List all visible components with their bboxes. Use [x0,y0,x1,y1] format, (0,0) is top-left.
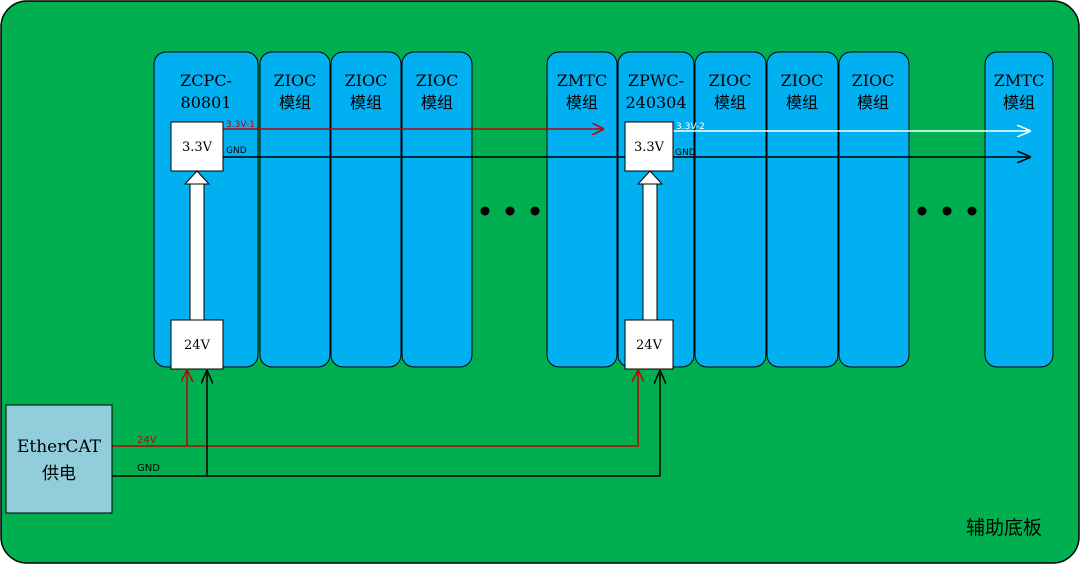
converter-3v3-box [170,121,224,172]
module-body [401,51,473,368]
module-zioc: ZIOC 模组 [259,51,331,368]
supply-24v-label: 24V [137,435,157,446]
ellipsis-right [917,206,977,216]
gnd-upper-right-label: GND [675,148,696,158]
supply-box [5,404,113,514]
ellipsis-dot [917,206,927,216]
right-converter: 3.3V 24V [624,121,674,370]
ellipsis-dot [967,206,977,216]
converter-24v-label: 24V [184,338,211,353]
module-zmtc: ZMTC 模组 [546,51,618,368]
module-zioc: ZIOC 模组 [838,51,910,368]
converter-24v-box [170,319,224,370]
board-label: 辅助底板 [966,517,1042,539]
module-title-line1: ZCPC- [180,71,232,90]
block-arrow-shaft [642,181,658,321]
module-title-line1: ZIOC [345,71,388,90]
module-title-line1: ZIOC [852,71,895,90]
converter-24v-label: 24V [636,338,663,353]
ellipsis-dot [505,206,515,216]
ellipsis-dot [942,206,952,216]
module-title-line2: 模组 [857,93,889,112]
block-arrow-head [183,170,211,185]
module-title-line2: 80801 [181,93,232,112]
module-title-line1: ZIOC [416,71,459,90]
module-title-line2: 模组 [786,93,818,112]
supply-gnd-label: GND [137,463,160,474]
supply-gnd-line [112,371,660,477]
supply-24v-line [112,371,638,447]
module-title-line1: ZIOC [781,71,824,90]
ellipsis-left [480,206,540,216]
module-title-line2: 模组 [279,93,311,112]
module-zioc: ZIOC 模组 [330,51,402,368]
module-title-line1: ZIOC [274,71,317,90]
module-title-line2: 模组 [566,93,598,112]
module-zioc: ZIOC 模组 [401,51,473,368]
block-arrow-shaft [189,181,205,321]
module-title-line2: 模组 [714,93,746,112]
module-zioc: ZIOC 模组 [766,51,839,368]
module-title-line1: ZMTC [994,71,1044,90]
module-title-line2: 模组 [421,93,453,112]
module-zioc: ZIOC 模组 [694,51,767,368]
block-arrow-head [636,170,664,185]
module-title-line1: ZIOC [709,71,752,90]
supply-label-line1: EtherCAT [17,437,102,457]
ellipsis-dot [480,206,490,216]
module-body [330,51,402,368]
module-zmtc: ZMTC 模组 [984,51,1054,368]
module-title-line2: 240304 [625,93,686,112]
converter-24v-box [624,319,674,370]
module-title-line2: 模组 [350,93,382,112]
left-converter: 3.3V 24V [170,121,224,370]
bus-3v3-1-label: 3.3V-1 [226,120,255,130]
converter-3v3-label: 3.3V [634,140,665,155]
module-title-line2: 模组 [1003,93,1035,112]
ellipsis-dot [530,206,540,216]
gnd-upper-left-label: GND [226,146,247,156]
converter-3v3-box [624,121,674,172]
ethercat-supply: EtherCAT 供电 [5,404,113,514]
converter-3v3-label: 3.3V [182,140,213,155]
module-title-line1: ZPWC- [628,71,684,90]
supply-label-line2: 供电 [42,464,76,484]
module-title-line1: ZMTC [557,71,607,90]
bus-3v3-2-label: 3.3V-2 [676,122,705,132]
module-body [259,51,331,368]
